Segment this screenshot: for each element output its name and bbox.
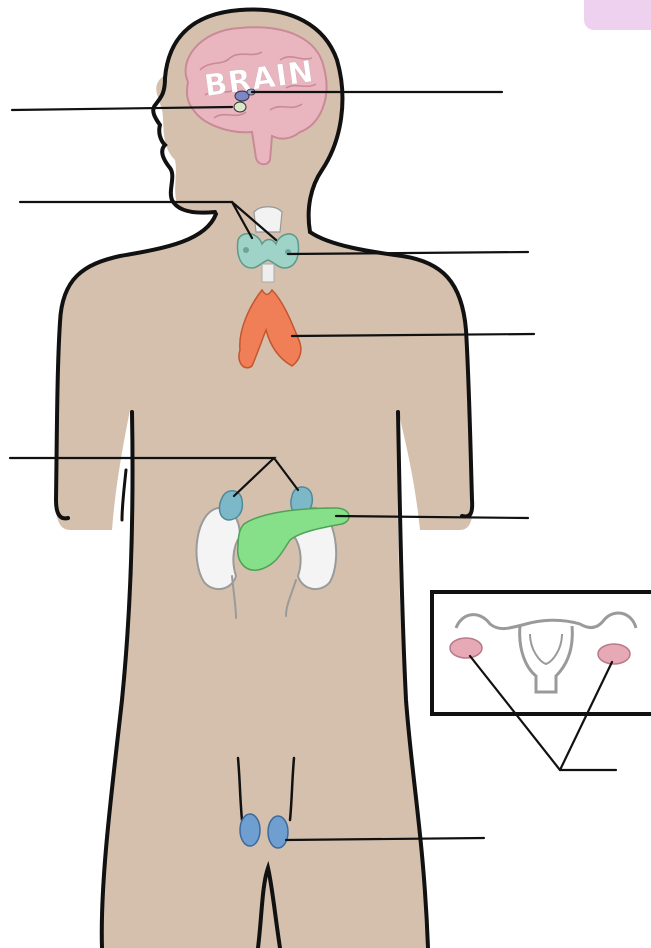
hypothalamus <box>234 102 246 112</box>
right-testis <box>268 816 288 848</box>
ovary-inset <box>432 592 651 714</box>
left-adrenal-gland <box>220 491 243 520</box>
left-testis <box>240 814 260 846</box>
larynx <box>254 207 282 232</box>
left-arm-edge <box>122 470 126 520</box>
corner-tab <box>584 0 651 30</box>
trachea <box>262 264 274 282</box>
right-ovary <box>598 644 630 664</box>
parathyroid-gland <box>243 247 249 253</box>
left-ovary <box>450 638 482 658</box>
left-kidney <box>196 508 240 589</box>
